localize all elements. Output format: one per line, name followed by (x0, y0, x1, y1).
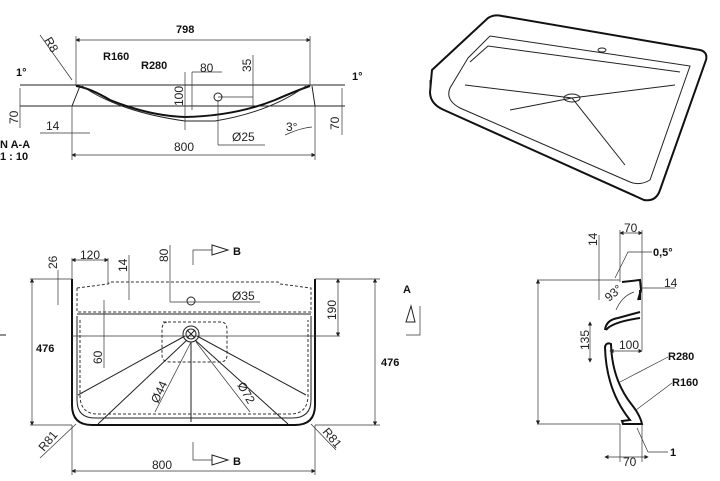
height-left: 70 (7, 110, 21, 124)
dim-798: 798 (176, 24, 194, 36)
dim-r81-left: R81 (36, 428, 61, 454)
side-dim-1: 1 (670, 447, 676, 459)
dim-r280: R280 (141, 60, 167, 72)
dim-r160: R160 (103, 51, 129, 63)
view-marker-a: A (403, 284, 411, 296)
dim-d72: Ø72 (234, 380, 258, 407)
tap-hole (186, 296, 196, 306)
side-dim-14-top: 14 (586, 232, 600, 246)
dim-d35: Ø35 (232, 289, 255, 303)
side-view: 70 14 0,5° 14 93° 135 100 R280 R160 1 70 (535, 221, 698, 469)
dim-800: 800 (174, 140, 194, 154)
basin-side-profile (603, 342, 644, 425)
dim-80-plan: 80 (157, 248, 171, 262)
dim-26: 26 (46, 255, 60, 269)
dim-190: 190 (325, 300, 339, 320)
dim-800-plan: 800 (152, 458, 172, 472)
dim-r81-right: R81 (320, 425, 345, 451)
height-right: 70 (328, 116, 342, 130)
dim-476-left: 476 (36, 343, 54, 355)
side-dim-100: 100 (619, 338, 639, 352)
side-dim-r160: R160 (672, 377, 698, 389)
dim-80: 80 (200, 61, 214, 75)
dim-14-plan: 14 (116, 258, 130, 272)
dim-120: 120 (80, 248, 100, 262)
dim-14: 14 (46, 119, 60, 133)
side-dim-r280: R280 (668, 351, 694, 363)
dim-r8: R8 (41, 35, 61, 56)
dim-d44: Ø44 (148, 378, 170, 405)
side-dim-135: 135 (578, 330, 592, 350)
plan-view: 120 26 14 80 Ø35 190 476 476 60 Ø44 Ø72 … (0, 244, 421, 475)
side-angle-05: 0,5° (653, 247, 673, 259)
section-scale: 1 : 10 (0, 151, 28, 163)
basin-outline (71, 279, 316, 426)
section-marker-bottom: B (233, 456, 241, 468)
angle-left: 1° (16, 67, 27, 79)
isometric-view (428, 14, 708, 202)
angle-right: 1° (352, 71, 363, 83)
section-aa-view: 798 800 N A-A 1 : 10 R8 R160 R280 80 35 … (0, 24, 363, 163)
dim-d25: Ø25 (232, 130, 255, 144)
dim-60: 60 (91, 350, 105, 364)
side-dim-70-top: 70 (624, 221, 638, 235)
dim-100: 100 (172, 86, 186, 106)
side-dim-70-bottom: 70 (623, 455, 637, 469)
dim-476-right: 476 (381, 357, 399, 369)
angle-3: 3° (286, 120, 298, 134)
side-dim-14-right: 14 (664, 276, 678, 290)
section-title: N A-A (0, 139, 30, 151)
section-marker-top: B (233, 246, 241, 258)
dim-35: 35 (240, 58, 254, 72)
drain-icon (185, 328, 197, 340)
